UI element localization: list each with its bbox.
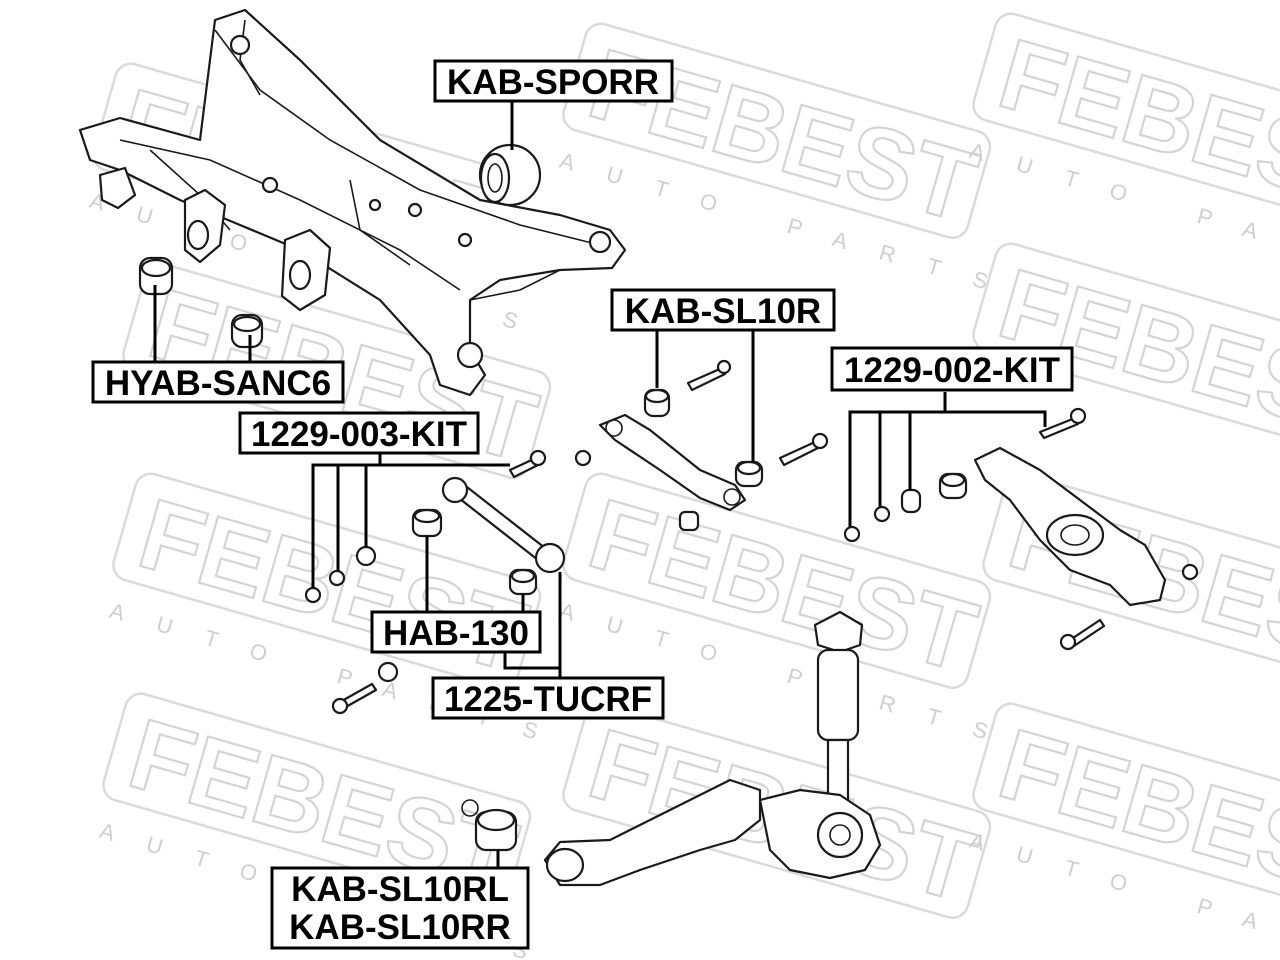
- label-1225-tucrf: 1225-TUCRF: [431, 676, 665, 720]
- kab-sporr-bushing: [478, 143, 542, 207]
- label-kab-sporr-text: KAB-SPORR: [447, 63, 659, 102]
- label-kab-sl10r: KAB-SL10R: [610, 288, 836, 332]
- hyab-sanc6-bushings: [138, 256, 264, 349]
- trailing-arm-knuckle: [461, 778, 882, 887]
- label-1229-003-kit: 1229-003-KIT: [238, 411, 480, 455]
- label-1229-003-kit-text: 1229-003-KIT: [251, 415, 467, 454]
- label-kab-sl10rl-text: KAB-SL10RL: [291, 870, 509, 909]
- label-1229-002-kit: 1229-002-KIT: [830, 346, 1074, 392]
- label-kab-sporr: KAB-SPORR: [433, 59, 674, 103]
- label-hyab-sanc6: HYAB-SANC6: [91, 360, 345, 404]
- lower-arm-assembly-right: [843, 407, 1199, 651]
- rear-subframe: [78, 8, 627, 397]
- leader-lines: [153, 100, 1047, 868]
- label-hyab-sanc6-text: HYAB-SANC6: [105, 364, 331, 403]
- label-1229-002-kit-text: 1229-002-KIT: [844, 351, 1060, 390]
- label-kab-sl10rl-rr: KAB-SL10RL KAB-SL10RR: [270, 866, 530, 950]
- label-1225-tucrf-text: 1225-TUCRF: [444, 680, 652, 719]
- shock-absorber: [813, 610, 864, 802]
- label-hab-130-text: HAB-130: [383, 614, 529, 653]
- label-hab-130: HAB-130: [370, 610, 542, 654]
- label-kab-sl10r-text: KAB-SL10R: [625, 292, 821, 331]
- upper-arm-assembly: [598, 359, 829, 532]
- toe-link-assembly: [304, 449, 592, 715]
- label-kab-sl10rr-text: KAB-SL10RR: [289, 908, 511, 947]
